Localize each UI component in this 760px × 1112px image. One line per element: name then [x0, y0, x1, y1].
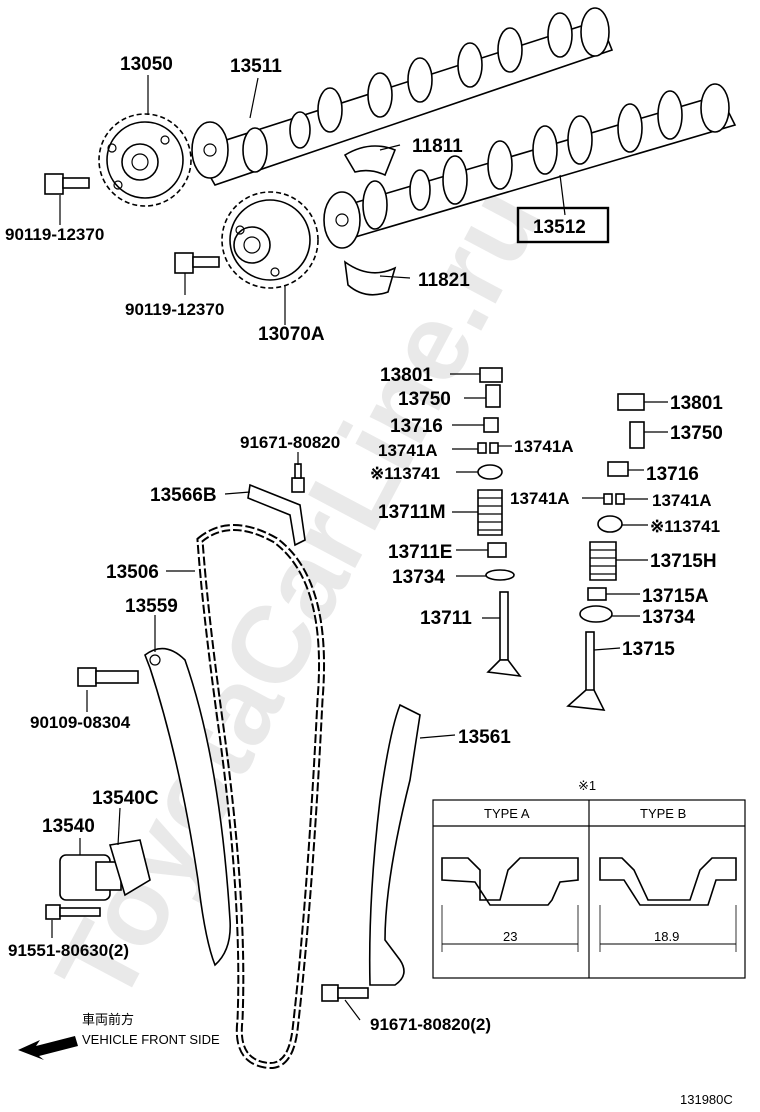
keeper-13741a-right-2[interactable] [615, 493, 625, 505]
label-13716-right[interactable]: 13716 [646, 464, 699, 485]
retainer-type-a-section [441, 857, 579, 906]
label-11821[interactable]: 11821 [418, 270, 470, 291]
seal-13715a[interactable] [587, 587, 607, 601]
label-13734-left[interactable]: 13734 [392, 567, 445, 588]
label-13741-left[interactable]: ※113741 [370, 464, 440, 483]
label-13566b[interactable]: 13566B [150, 485, 217, 506]
label-13511[interactable]: 13511 [230, 56, 282, 77]
bolt-90119-12370-1[interactable] [44, 173, 90, 195]
camshaft-13511[interactable] [191, 7, 614, 186]
highlight-box-13512 [516, 206, 610, 244]
label-bolt-90109-08304[interactable]: 90109-08304 [30, 713, 131, 732]
label-13715h[interactable]: 13715H [650, 551, 717, 572]
lash-adjuster-13750-right[interactable] [629, 421, 645, 449]
chain-guide-13566b[interactable] [247, 483, 306, 547]
label-13561[interactable]: 13561 [458, 727, 511, 748]
label-13050[interactable]: 13050 [120, 54, 173, 75]
retainer-13741-right[interactable] [597, 515, 623, 533]
lash-adjuster-13750-left[interactable] [485, 384, 501, 408]
label-13715[interactable]: 13715 [622, 639, 675, 660]
seat-13734-right[interactable] [579, 605, 613, 623]
type-b-header: TYPE B [640, 806, 686, 821]
label-13741a-right-2[interactable]: 13741A [652, 491, 712, 510]
note-symbol: ※1 [578, 778, 596, 793]
label-13711[interactable]: 13711 [420, 608, 472, 629]
rocker-13801-right[interactable] [617, 393, 645, 411]
tensioner-arm-13559[interactable] [144, 647, 232, 967]
label-13715a[interactable]: 13715A [642, 586, 709, 607]
keeper-13741a-right[interactable] [603, 493, 613, 505]
rocker-13801-left[interactable] [479, 367, 503, 383]
label-13506[interactable]: 13506 [106, 562, 159, 583]
label-11811[interactable]: 11811 [412, 136, 463, 157]
label-13741-right[interactable]: ※113741 [650, 517, 720, 536]
retainer-type-table: TYPE A TYPE B 23 18.9 [432, 799, 746, 979]
label-13540[interactable]: 13540 [42, 816, 95, 837]
front-side-jp: 車両前方 [82, 1012, 134, 1027]
label-13741a-left-2[interactable]: 13741A [514, 437, 574, 456]
front-side-en: VEHICLE FRONT SIDE [82, 1032, 220, 1047]
label-bolt-90119-12370-2[interactable]: 90119-12370 [125, 300, 224, 319]
valve-train-right [566, 393, 645, 711]
chain-guide-13561[interactable] [368, 703, 421, 986]
label-13559[interactable]: 13559 [125, 596, 178, 617]
label-bolt-91671-80820-bottom[interactable]: 91671-80820(2) [370, 1015, 491, 1034]
cap-13716-right[interactable] [607, 461, 629, 477]
vehicle-front-arrow [18, 1036, 78, 1060]
cap-13716-left[interactable] [483, 417, 499, 433]
label-13750-right[interactable]: 13750 [670, 423, 723, 444]
label-13512[interactable]: 13512 [533, 217, 586, 238]
label-13801-right[interactable]: 13801 [670, 393, 723, 414]
bearing-11821[interactable] [343, 260, 397, 296]
bolt-90119-12370-2[interactable] [174, 252, 220, 274]
bearing-11811[interactable] [343, 145, 397, 177]
label-13801-left[interactable]: 13801 [380, 365, 433, 386]
vvt-sprocket-13070a[interactable] [221, 191, 319, 289]
label-13540c[interactable]: 13540C [92, 788, 159, 809]
keeper-13741a-left-2[interactable] [489, 442, 499, 454]
seat-13734-left[interactable] [485, 569, 515, 581]
label-13741a-right-1[interactable]: 13741A [510, 489, 570, 508]
label-13750-left[interactable]: 13750 [398, 389, 451, 410]
retainer-type-b-section [599, 857, 737, 906]
bolt-91551-80630[interactable] [45, 904, 101, 920]
seal-13711e[interactable] [487, 542, 507, 558]
retainer-13741-left[interactable] [477, 464, 503, 480]
label-13716-left[interactable]: 13716 [390, 416, 443, 437]
valve-13715[interactable] [566, 631, 606, 711]
bolt-91671-80820[interactable] [291, 463, 305, 493]
diagram-code: 131980C [680, 1092, 733, 1107]
gasket-13540c[interactable] [108, 839, 151, 897]
label-bolt-91671-80820[interactable]: 91671-80820 [240, 433, 340, 452]
keeper-13741a-left[interactable] [477, 442, 487, 454]
label-13741a-left-1[interactable]: 13741A [378, 441, 438, 460]
vvt-sprocket-13050[interactable] [98, 113, 192, 207]
label-13711m[interactable]: 13711M [378, 502, 446, 523]
type-a-header: TYPE A [484, 806, 530, 821]
spring-13715h[interactable] [589, 541, 617, 581]
label-bolt-90119-12370-1[interactable]: 90119-12370 [5, 225, 104, 244]
label-13734-right[interactable]: 13734 [642, 607, 695, 628]
valve-train-left [477, 367, 522, 678]
label-bolt-91551-80630[interactable]: 91551-80630(2) [8, 941, 129, 960]
dimension-type-b: 18.9 [654, 929, 679, 944]
camshaft-13512[interactable] [323, 83, 737, 249]
dimension-type-a: 23 [503, 929, 517, 944]
bolt-91671-80820-bottom[interactable] [321, 984, 369, 1002]
valve-13711[interactable] [486, 591, 522, 678]
spring-13711m[interactable] [477, 489, 503, 536]
label-13711e[interactable]: 13711E [388, 542, 452, 563]
label-13070a[interactable]: 13070A [258, 324, 325, 345]
bolt-90109-08304[interactable] [77, 667, 139, 687]
